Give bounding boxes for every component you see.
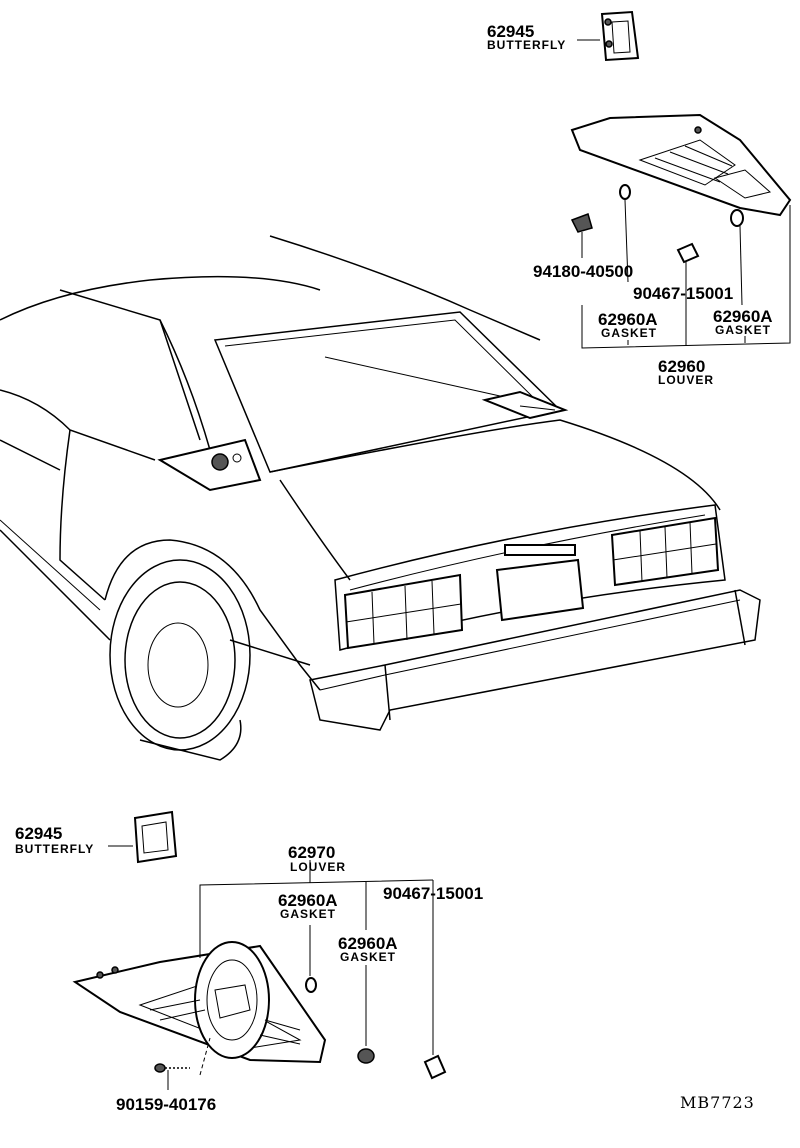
top-louver-number: 62960 <box>658 357 705 376</box>
top-louver-part[interactable] <box>570 113 792 217</box>
bottom-clip-number: 90467-15001 <box>383 884 483 903</box>
top-butterfly-part[interactable] <box>577 10 640 62</box>
top-louver-name: LOUVER <box>658 373 714 387</box>
top-gasket-left-number: 62960A <box>598 310 658 329</box>
top-gasket-left-part[interactable] <box>619 184 631 283</box>
bottom-screw-number: 90159-40176 <box>116 1095 216 1114</box>
bottom-screw-part[interactable] <box>154 1037 211 1090</box>
top-assembly: 62945 BUTTERFLY <box>487 10 792 387</box>
top-butterfly-number: 62945 <box>487 22 534 41</box>
bottom-gasket-upper-name: GASKET <box>280 907 336 921</box>
bottom-butterfly-part[interactable] <box>108 810 178 864</box>
bottom-butterfly-name: BUTTERFLY <box>15 842 94 856</box>
bottom-clip-part[interactable] <box>423 880 447 1080</box>
bottom-assembly: 62945 BUTTERFLY <box>15 810 483 1114</box>
top-screw-number: 94180-40500 <box>533 262 633 281</box>
top-gasket-right-part[interactable] <box>730 209 744 306</box>
bottom-butterfly-number: 62945 <box>15 824 62 843</box>
bottom-gasket-upper-number: 62960A <box>278 891 338 910</box>
bottom-gasket-lower-number: 62960A <box>338 934 398 953</box>
bottom-gasket-lower-part[interactable] <box>357 965 375 1064</box>
bottom-louver-number: 62970 <box>288 843 335 862</box>
bottom-gasket-lower-name: GASKET <box>340 950 396 964</box>
car-illustration <box>0 235 761 761</box>
top-screw-part[interactable] <box>570 213 593 258</box>
bottom-gasket-upper-part[interactable] <box>305 925 317 993</box>
top-clip-number: 90467-15001 <box>633 284 733 303</box>
top-butterfly-name: BUTTERFLY <box>487 38 566 52</box>
top-clip-part[interactable] <box>676 242 700 345</box>
top-gasket-right-name: GASKET <box>715 323 771 337</box>
diagram-code: MB7723 <box>680 1093 755 1112</box>
top-gasket-right-number: 62960A <box>713 307 773 326</box>
bottom-louver-part[interactable] <box>72 941 327 1064</box>
top-gasket-left-name: GASKET <box>601 326 657 340</box>
bottom-louver-name: LOUVER <box>290 860 346 874</box>
